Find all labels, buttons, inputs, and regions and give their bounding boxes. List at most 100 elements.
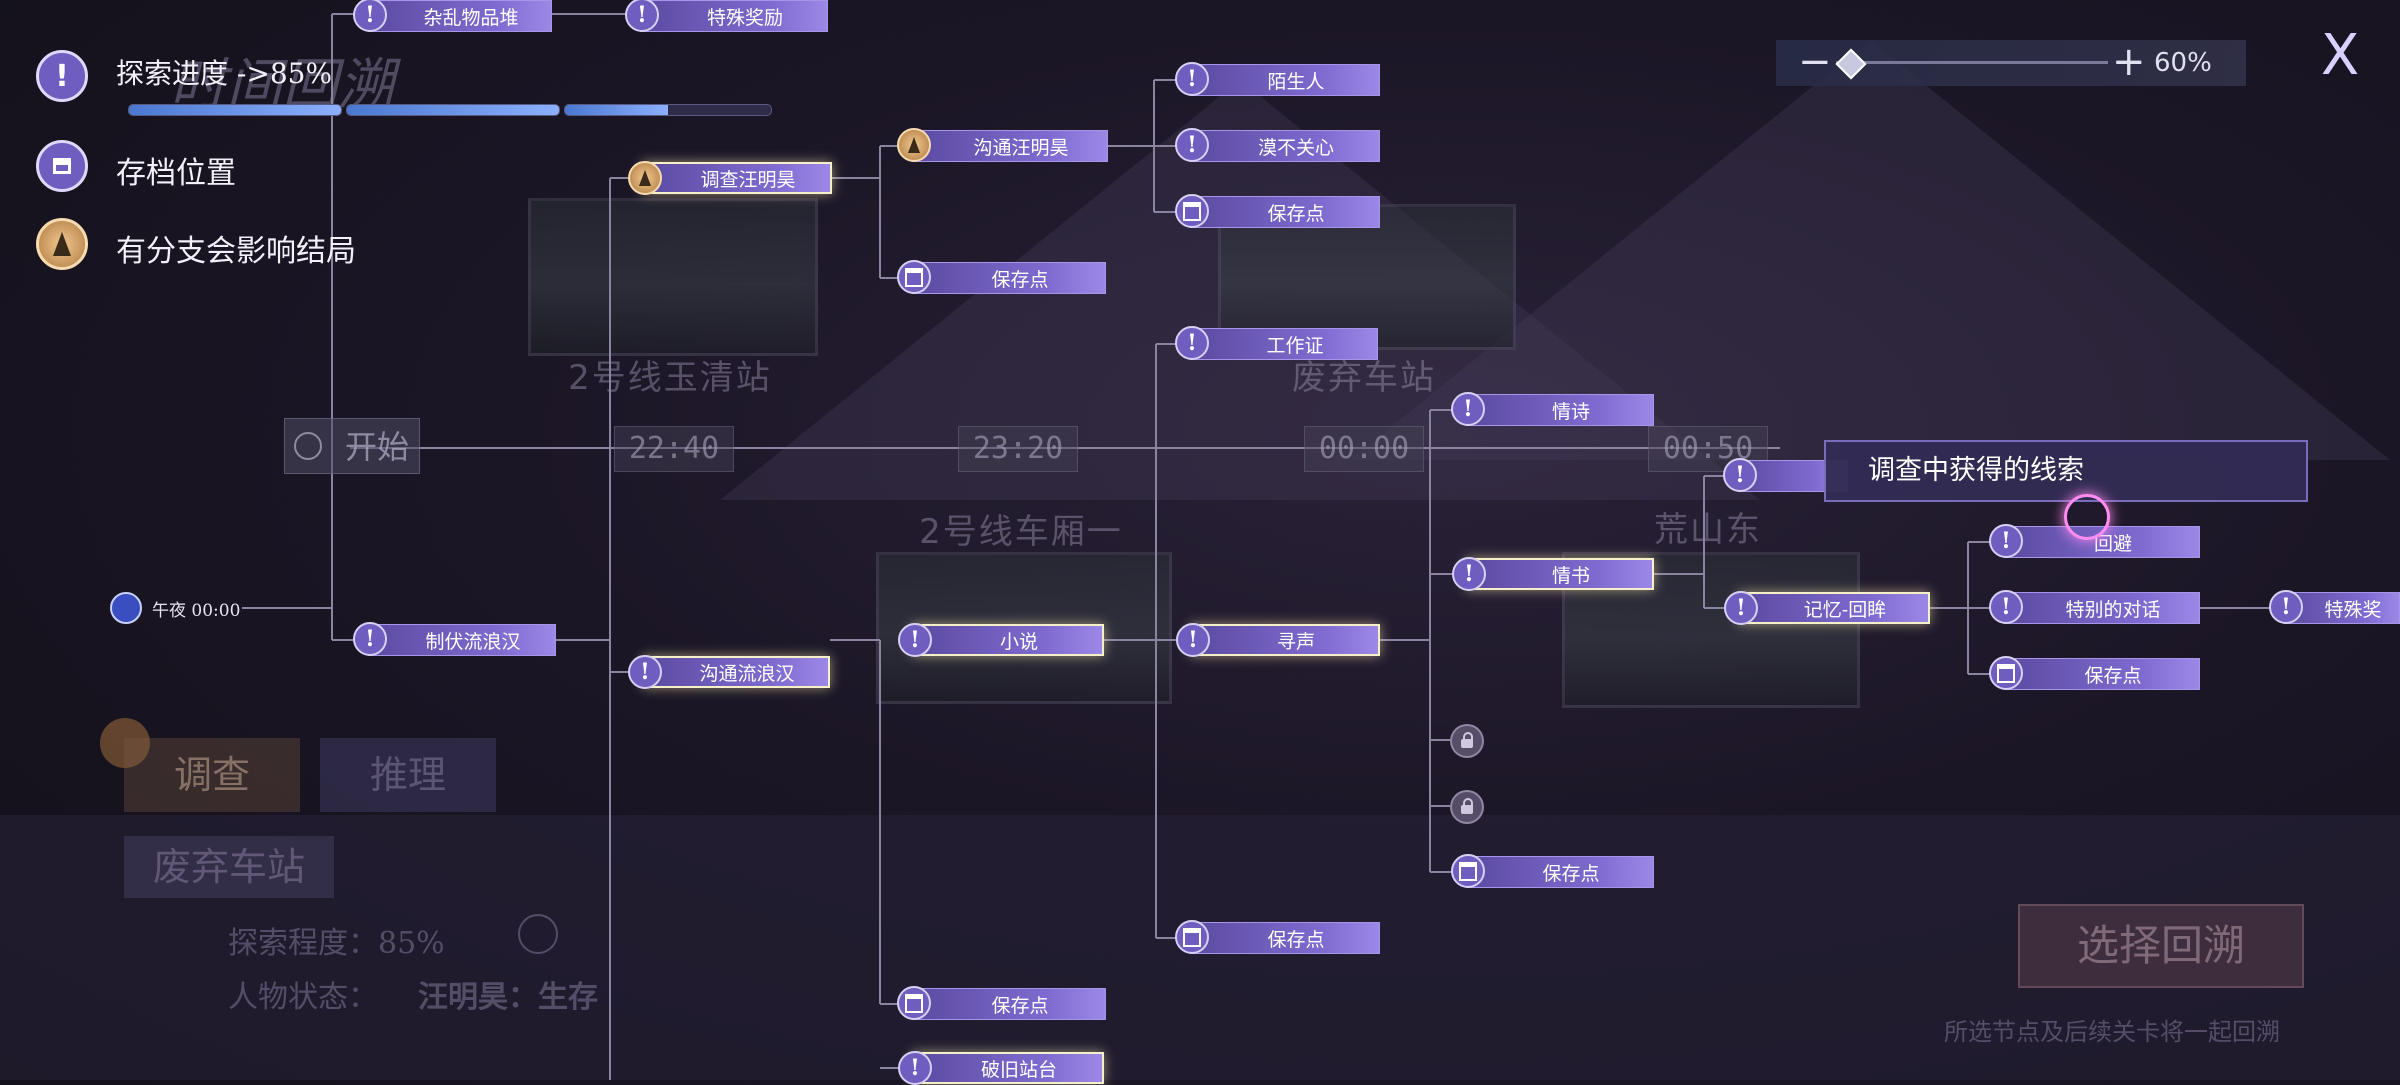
node-label: 保存点 (991, 268, 1049, 291)
zoom-out-button[interactable]: − (1798, 39, 1832, 85)
clue-icon: ! (1175, 326, 1209, 360)
node-jiyi[interactable]: ! 记忆-回眸 (1724, 591, 1930, 625)
node-gongzuo[interactable]: ! 工作证 (1175, 326, 1378, 360)
tab-investigate[interactable]: 调查 (124, 738, 300, 812)
node-label: 破旧站台 (980, 1058, 1057, 1081)
node-diaocha[interactable]: 调查汪明昊 (628, 161, 832, 195)
progress-segment (128, 104, 342, 116)
node-mobu[interactable]: ! 漠不关心 (1175, 128, 1380, 162)
node-save[interactable]: 保存点 (1175, 920, 1380, 954)
node-mosheng[interactable]: ! 陌生人 (1175, 62, 1380, 96)
status-label: 人物状态： (228, 980, 378, 1015)
node-zhifu[interactable]: ! 制伏流浪汉 (353, 622, 556, 656)
save-icon (1175, 194, 1209, 228)
timeline-marker: 22:40 (614, 426, 734, 472)
node-label: 陌生人 (1267, 70, 1325, 93)
clue-icon: ! (1723, 458, 1757, 492)
zoom-slider-thumb[interactable] (1835, 48, 1867, 80)
node-label: 调查汪明昊 (700, 168, 796, 191)
node-label: 保存点 (1267, 928, 1325, 951)
node-label: 小说 (999, 630, 1038, 653)
node-label: 杂乱物品堆 (423, 6, 519, 29)
background-mountain (1350, 40, 2390, 460)
progress-fill (347, 105, 559, 115)
progress-label: 探索进度 ->85% (116, 57, 333, 90)
zoom-control: − + 60% (1776, 40, 2246, 86)
node-zawu[interactable]: ! 杂乱物品堆 (353, 0, 552, 32)
node-save[interactable]: 保存点 (897, 260, 1106, 294)
node-label: 沟通汪明昊 (973, 136, 1069, 159)
node-label: 情诗 (1551, 400, 1590, 423)
node-label: 特殊奖 (2324, 598, 2382, 621)
node-xiaoshuo[interactable]: !小说 (898, 623, 1104, 657)
node-save[interactable]: 保存点 (897, 986, 1106, 1020)
progress-fill (129, 105, 341, 115)
moon-icon (110, 592, 142, 624)
clue-icon: ! (1989, 524, 2023, 558)
branch-icon (628, 161, 662, 195)
progress-segment (564, 104, 772, 116)
clue-icon: ! (628, 655, 662, 689)
midnight-label: 午夜 00:00 (152, 601, 241, 621)
scene-caption: 2号线车厢一 (919, 512, 1123, 552)
node-save[interactable]: 保存点 (1175, 194, 1380, 228)
node-label: 沟通流浪汉 (699, 662, 795, 685)
node-qingshi[interactable]: ! 情诗 (1451, 392, 1654, 426)
save-icon (1451, 854, 1485, 888)
clue-icon: ! (353, 622, 387, 656)
close-button[interactable]: X (2320, 23, 2360, 88)
location-title: 废弃车站 (124, 836, 334, 898)
branch-icon (897, 128, 931, 162)
branch-legend-label: 有分支会影响结局 (116, 234, 356, 269)
node-teshu[interactable]: ! 特殊奖励 (625, 0, 828, 32)
share-icon[interactable] (518, 914, 558, 954)
node-save[interactable]: 保存点 (1989, 656, 2200, 690)
branch-icon (100, 718, 150, 768)
timeline-marker: 00:00 (1304, 426, 1424, 472)
explore-degree: 探索程度：85% (228, 926, 445, 961)
node-label: 保存点 (1542, 862, 1600, 885)
node-label: 特殊奖励 (706, 6, 783, 29)
node-label: 特别的对话 (2065, 598, 2161, 621)
lock-icon (1450, 724, 1484, 758)
save-icon (897, 260, 931, 294)
tooltip-text: 调查中获得的线索 (1868, 455, 2084, 486)
node-tebie[interactable]: ! 特别的对话 (1989, 590, 2200, 624)
tab-reason[interactable]: 推理 (320, 738, 496, 812)
clue-icon: ! (353, 0, 387, 32)
node-label: 记忆-回眸 (1803, 598, 1887, 621)
clue-icon: ! (1175, 62, 1209, 96)
zoom-track[interactable] (1836, 61, 2108, 64)
save-icon (1175, 920, 1209, 954)
node-label: 保存点 (1267, 202, 1325, 225)
node-xunsheng[interactable]: !寻声 (1176, 623, 1380, 657)
clue-tooltip: 调查中获得的线索 (1824, 440, 2308, 502)
node-label: 工作证 (1266, 334, 1324, 357)
progress-fill (565, 105, 668, 115)
node-teshu2[interactable]: !特殊奖 (2269, 590, 2400, 624)
node-goutong-liu[interactable]: ! 沟通流浪汉 (628, 655, 830, 689)
save-icon (36, 140, 88, 192)
cat-cursor-icon (2064, 494, 2110, 540)
node-poju[interactable]: !破旧站台 (898, 1051, 1104, 1085)
clue-icon: ! (1176, 623, 1210, 657)
node-label: 制伏流浪汉 (425, 630, 521, 653)
clue-icon: ! (1175, 128, 1209, 162)
clue-icon: ! (1451, 392, 1485, 426)
clue-icon: ! (625, 0, 659, 32)
node-save[interactable]: 保存点 (1451, 854, 1654, 888)
clue-icon: ! (1989, 590, 2023, 624)
save-icon (897, 986, 931, 1020)
select-rewind-button[interactable]: 选择回溯 (2018, 904, 2304, 988)
node-qingshu[interactable]: !情书 (1452, 557, 1654, 591)
branch-icon (36, 218, 88, 270)
scene-thumbnail (528, 198, 818, 356)
node-goutong-wang[interactable]: 沟通汪明昊 (897, 128, 1108, 162)
progress-icon: ! (36, 50, 88, 102)
node-label: 保存点 (2084, 664, 2142, 687)
node-label: 漠不关心 (1257, 136, 1334, 159)
zoom-in-button[interactable]: + (2112, 39, 2146, 85)
clue-icon: ! (1452, 557, 1486, 591)
clue-icon: ! (1724, 591, 1758, 625)
scene-caption: 2号线玉清站 (568, 358, 772, 398)
